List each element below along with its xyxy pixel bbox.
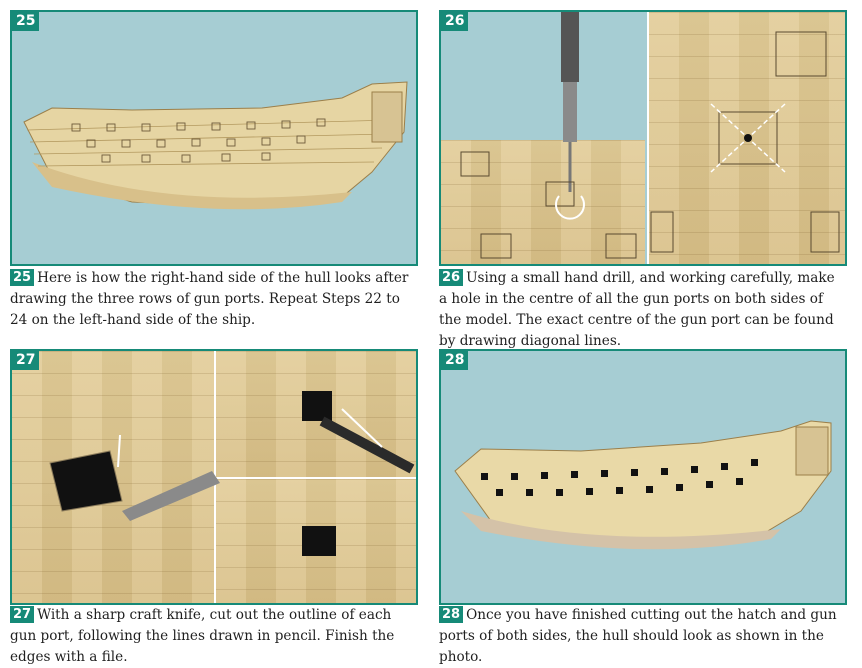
- step-28-badge: 28: [439, 606, 464, 623]
- step-28-text: Once you have finished cutting out the h…: [439, 607, 837, 665]
- step-28-number: 28: [441, 351, 469, 370]
- step-28-photo: 28: [439, 349, 847, 605]
- step-25-text: Here is how the right-hand side of the h…: [10, 270, 409, 328]
- hull-cut-illustration: [454, 420, 832, 550]
- step-27-badge: 27: [10, 606, 35, 623]
- step-27-text: With a sharp craft knife, cut out the ou…: [10, 607, 395, 665]
- drill-deck-view: [441, 140, 645, 264]
- step-25-photo: 25: [10, 10, 418, 266]
- cutting-illustration: [49, 391, 415, 556]
- step-26-number: 26: [441, 12, 469, 31]
- step-27-number: 27: [12, 351, 40, 370]
- step-26-text: Using a small hand drill, and working ca…: [439, 270, 835, 349]
- drill-illustration: [460, 12, 840, 259]
- step-26-photo: 26: [439, 10, 847, 266]
- hull-pencilled-illustration: [23, 81, 408, 210]
- step-26-badge: 26: [439, 269, 464, 286]
- step-27-photo: 27: [10, 349, 418, 605]
- step-25-badge: 25: [10, 269, 35, 286]
- step-25-number: 25: [12, 12, 40, 31]
